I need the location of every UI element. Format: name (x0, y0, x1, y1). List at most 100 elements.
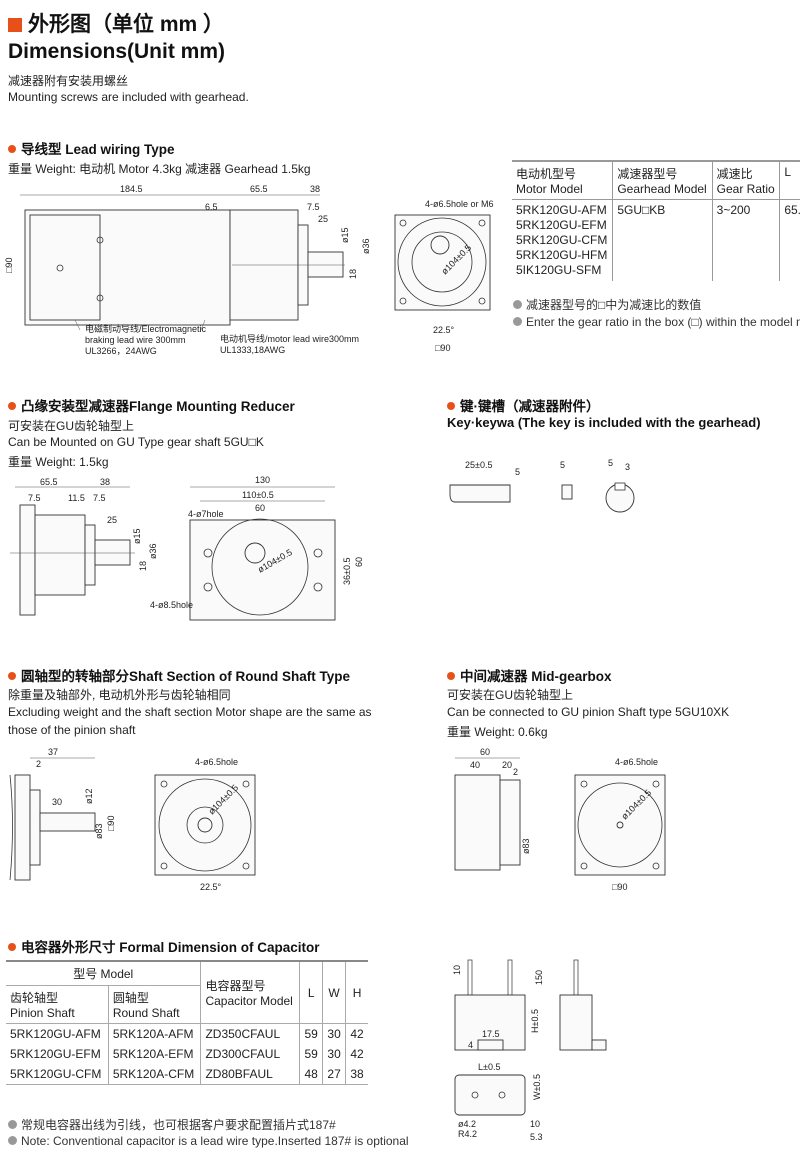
page-title-cn: 外形图（单位 mm ） (8, 8, 224, 38)
dim-130: 130 (255, 475, 270, 485)
dim-37: 37 (48, 747, 58, 757)
dim-15: ø15 (340, 227, 350, 243)
dim-38: 38 (310, 184, 320, 194)
dim-18: 18 (348, 269, 358, 279)
dim-angle: 22.5° (200, 882, 222, 892)
dim-7-5: 7.5 (307, 202, 320, 212)
bullet-icon (8, 672, 16, 680)
dim-keyway-w: 5 (608, 458, 613, 468)
note-bullet-icon (513, 317, 522, 326)
subtitle-en: Mounting screws are included with gearhe… (8, 90, 249, 104)
note-bullet-icon (8, 1136, 17, 1145)
title-marker-icon (8, 18, 22, 32)
dim-25: 25 (318, 214, 328, 224)
brake-wire-ul: UL3266，24AWG (85, 346, 157, 356)
dim-83: ø83 (94, 823, 104, 839)
model-note-en: Enter the gear ratio in the box (□) with… (513, 315, 800, 329)
title-cn-text: 外形图（单位 mm ） (28, 13, 225, 36)
flange-line1: 可安装在GU齿轮轴型上 (8, 419, 135, 433)
gearhead-model: 5GU□KB (612, 199, 713, 281)
dim-sq90: □90 (106, 816, 116, 831)
mid-line1: 可安装在GU齿轮轴型上 (447, 688, 574, 702)
dim-7-5a: 7.5 (28, 493, 41, 503)
dim-d42: ø4.2 (458, 1119, 476, 1129)
note-bullet-icon (8, 1120, 17, 1129)
dim-angle: 22.5° (433, 325, 455, 335)
note-bullet-icon (513, 300, 522, 309)
dim-60: 60 (480, 747, 490, 757)
brake-wire-en: braking lead wire 300mm (85, 335, 186, 345)
capacitor-heading: 电容器外形尺寸 Formal Dimension of Capacitor (8, 936, 320, 956)
dim-7-5b: 7.5 (93, 493, 106, 503)
dim-key-h: 5 (515, 467, 520, 477)
model-note-cn: 减速器型号的□中为减速比的数值 (513, 296, 701, 313)
dim-10b: 10 (530, 1119, 540, 1129)
key-subheading: Key·keywa (The key is included with the … (447, 415, 761, 430)
dim-keyway-d: 3 (625, 462, 630, 472)
bullet-icon (8, 145, 16, 153)
dim-5-3: 5.3 (530, 1132, 543, 1142)
th-l: L (299, 960, 323, 1024)
bullet-icon (447, 672, 455, 680)
dim-key-len: 25±0.5 (465, 460, 492, 470)
dim-184: 184.5 (120, 184, 143, 194)
mid-front-drawing: 4-ø6.5hole ø104±0.5 □90 (574, 757, 666, 892)
dim-20: 20 (502, 760, 512, 770)
dim-18: 18 (138, 561, 148, 571)
dim-2: 2 (513, 767, 518, 777)
flange-heading: 凸缘安装型减速器Flange Mounting Reducer (8, 395, 295, 415)
dim-30: 30 (52, 797, 62, 807)
dim-11-5: 11.5 (68, 493, 85, 503)
th-l: L (779, 160, 800, 200)
mid-weight: 重量 Weight: 0.6kg (447, 725, 548, 739)
th-h: H (345, 960, 368, 1024)
dim-10: 10 (452, 965, 462, 975)
round-front-drawing: 4-ø6.5hole ø104±0.5 22.5° (154, 757, 256, 892)
flange-line2: Can be Mounted on GU Type gear shaft 5GU… (8, 435, 264, 449)
subtitle-cn: 减速器附有安装用螺丝 (8, 74, 129, 88)
capacitor-note-en: Note: Conventional capacitor is a lead w… (8, 1134, 409, 1148)
gear-ratio: 3~200 (711, 199, 780, 281)
dim-hole: 4-ø6.5hole (615, 757, 658, 767)
dim-h: H±0.5 (530, 1009, 540, 1033)
dim-6-5: 6.5 (205, 202, 218, 212)
capacitor-note-cn: 常规电容器出线为引线，也可根据客户要求配置插片式187# (8, 1116, 336, 1133)
dim-hole: 4-ø6.5hole or M6 (425, 199, 494, 209)
motor-wire-ul: UL1333,18AWG (220, 345, 285, 355)
dim-12: ø12 (84, 788, 94, 804)
round-heading: 圆轴型的转轴部分Shaft Section of Round Shaft Typ… (8, 665, 350, 685)
th-model-group: 型号 Model (6, 960, 201, 986)
flange-front-drawing: 130 110±0.5 60 4-ø7hole ø104±0.5 4-ø8.5h… (150, 475, 364, 621)
brake-wire-cn: 电磁制动导线/Electromagnetic (85, 323, 207, 334)
dim-15: ø15 (132, 528, 142, 544)
dim-4: 4 (468, 1040, 473, 1050)
flange-weight: 重量 Weight: 1.5kg (8, 455, 109, 469)
lead-front-drawing: 4-ø6.5hole or M6 ø104±0.5 22.5° □90 (394, 199, 494, 353)
bullet-icon (447, 402, 455, 410)
dim-sq90: □90 (4, 258, 14, 273)
dim-key-w: 5 (560, 460, 565, 470)
th-w: W (322, 960, 346, 1024)
dim-sq: □90 (612, 882, 627, 892)
l-value: 65.5 (779, 199, 800, 281)
dim-36: ø36 (361, 238, 371, 254)
mid-line2: Can be connected to GU pinion Shaft type… (447, 705, 730, 719)
round-line1: 除重量及轴部外, 电动机外形与齿轮轴相同 (8, 688, 231, 702)
dim-2: 2 (36, 759, 41, 769)
bullet-icon (8, 943, 16, 951)
round-line3: those of the pinion shaft (8, 723, 136, 737)
dim-w: W±0.5 (532, 1074, 542, 1100)
motor-wire: 电动机导线/motor lead wire300mm (220, 333, 359, 344)
dim-150: 150 (534, 970, 544, 985)
page-title-en: Dimensions(Unit mm) (8, 40, 226, 63)
